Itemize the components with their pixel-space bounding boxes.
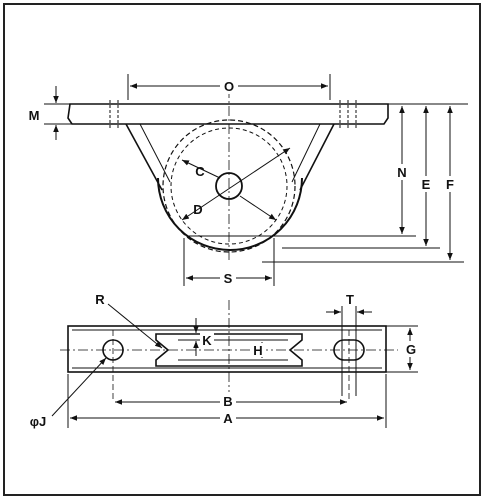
label-E: E: [422, 177, 431, 192]
label-R: R: [95, 292, 105, 307]
label-D: D: [193, 202, 202, 217]
bracket-leg-right-inner: [291, 123, 321, 183]
label-M: M: [29, 108, 40, 123]
dimension-R: [107, 303, 163, 349]
housing-bottom: [157, 177, 303, 251]
bracket-leg-right: [299, 123, 335, 191]
label-H: H: [253, 343, 262, 358]
label-A: A: [223, 411, 233, 426]
dimension-N-E-F: [262, 103, 468, 263]
label-B: B: [223, 394, 232, 409]
label-T: T: [346, 292, 354, 307]
label-O: O: [224, 79, 234, 94]
base-plate-outline: [67, 325, 387, 373]
dimension-J: [51, 357, 107, 417]
label-K: K: [202, 333, 212, 348]
bracket-leg-left-inner: [139, 123, 171, 183]
label-G: G: [406, 342, 416, 357]
dimension-M: [44, 86, 96, 140]
label-F: F: [446, 177, 454, 192]
wheel-groove: [178, 339, 288, 361]
top-view: [60, 300, 398, 400]
label-J: φJ: [30, 414, 47, 429]
dimension-T: [326, 306, 372, 396]
wheel-slot: [155, 333, 303, 367]
label-C: C: [195, 164, 205, 179]
bracket-leg-left: [125, 123, 163, 191]
wheel-outer-circle: [162, 119, 296, 253]
page-border: [3, 3, 481, 496]
dimension-D: [181, 147, 291, 221]
label-S: S: [224, 271, 233, 286]
label-N: N: [397, 165, 406, 180]
